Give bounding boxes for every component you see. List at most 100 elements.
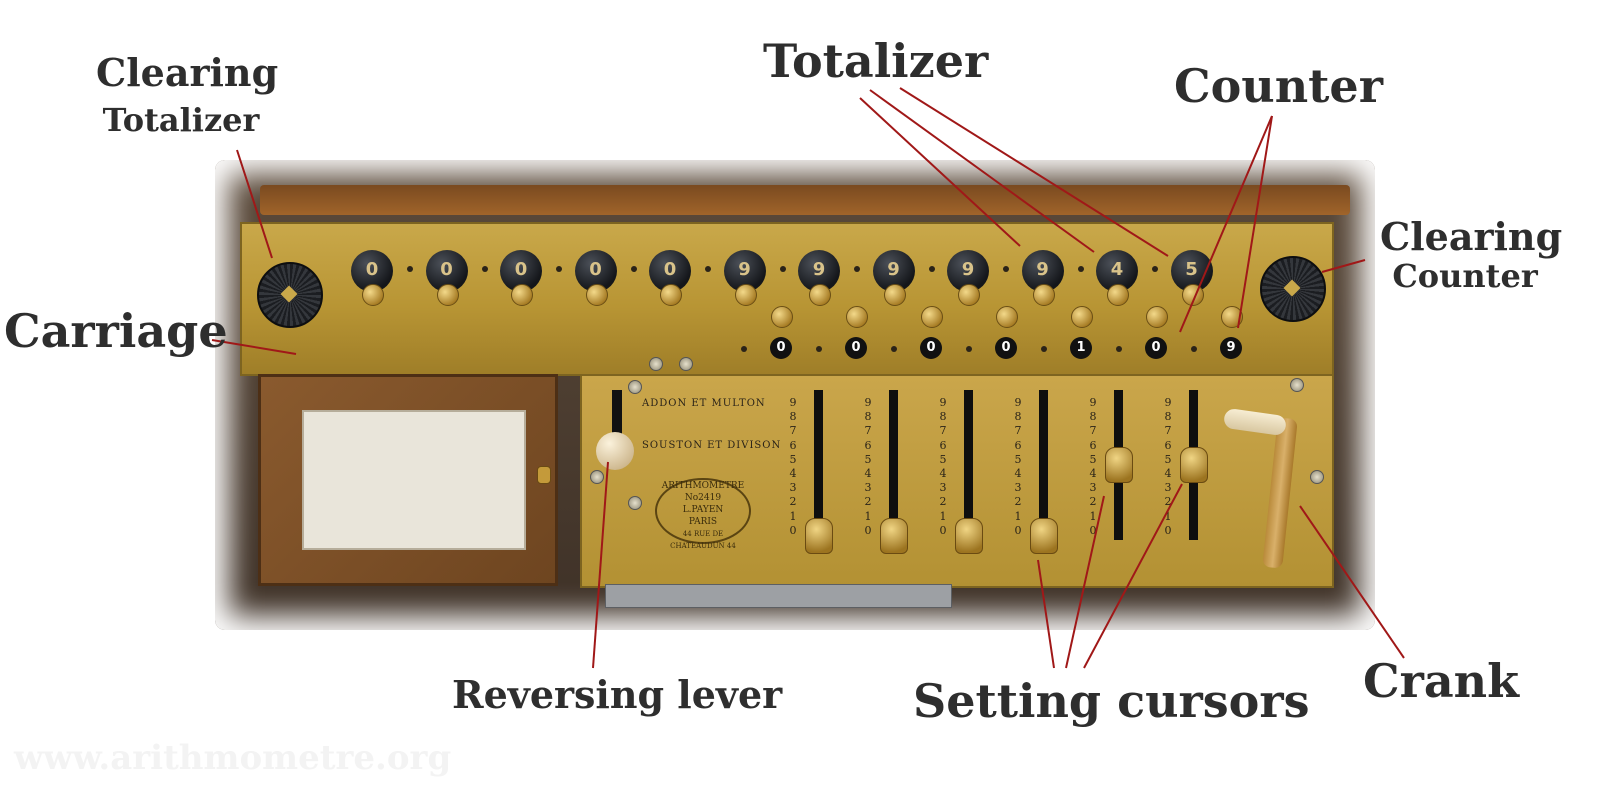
cursor-slot (964, 390, 973, 540)
screw (1310, 470, 1324, 484)
totalizer-digit: 0 (589, 259, 602, 280)
bottom-rail (605, 584, 952, 608)
totalizer-knob[interactable]: 9 (872, 250, 915, 292)
counter-pin[interactable] (846, 306, 868, 328)
scale-digit: 3 (1014, 481, 1022, 495)
box-lid-edge (260, 185, 1350, 215)
scale-digit: 9 (939, 396, 947, 409)
reversing-lever-slot (612, 390, 622, 450)
scale-digit: 5 (1014, 452, 1022, 466)
separator-dot (1116, 346, 1122, 352)
totalizer-digit: 4 (1110, 259, 1124, 280)
separator-dot (1191, 346, 1197, 352)
leader-totalizer-3 (899, 87, 1169, 257)
scale-digit: 1 (1089, 509, 1097, 523)
scale-digit: 4 (1014, 467, 1022, 481)
scale-digit: 4 (1089, 467, 1097, 481)
counter-digit: 0 (770, 337, 792, 359)
scale-digit: 3 (789, 481, 797, 495)
scale-digit: 8 (1164, 410, 1172, 424)
leader-cursor-3 (1083, 483, 1183, 669)
scale-digit: 5 (1089, 452, 1097, 466)
totalizer-digit: 0 (514, 259, 528, 280)
scale-digit: 9 (789, 396, 797, 409)
totalizer-digit: 0 (440, 259, 453, 280)
scale-digit: 0 (864, 523, 872, 537)
separator-dot (1003, 266, 1009, 272)
setting-cursor[interactable] (1105, 447, 1133, 483)
stamp-line: ARITHMOMETRE (661, 481, 745, 491)
cursor-slot (1039, 390, 1048, 540)
separator-dot (741, 346, 747, 352)
scale-digit: 4 (1164, 467, 1172, 481)
totalizer-digit: 9 (887, 259, 900, 280)
setting-cursor[interactable] (1030, 518, 1058, 554)
totalizer-pin (1032, 284, 1055, 306)
scale-digit: 2 (864, 495, 872, 509)
scale-digit: 9 (1089, 396, 1097, 409)
scale-digit: 3 (1164, 481, 1172, 495)
scale-digit: 8 (1014, 410, 1022, 424)
scale-digit: 6 (789, 438, 797, 452)
clearing-counter-knob[interactable] (1260, 256, 1326, 322)
leader-clearing-counter (1321, 259, 1366, 273)
setting-cursor[interactable] (955, 518, 983, 554)
scale-digit: 5 (789, 452, 797, 466)
scale-digit: 6 (1014, 438, 1022, 452)
setting-cursor[interactable] (880, 518, 908, 554)
totalizer-digit: 9 (738, 259, 751, 280)
setting-cursor[interactable] (805, 518, 833, 554)
scale-digit: 0 (1014, 523, 1022, 537)
screw (679, 357, 693, 371)
scale-digit: 7 (1014, 424, 1022, 438)
leader-totalizer-1 (859, 97, 1021, 247)
stamp-line: No2419 (684, 493, 722, 503)
counter-digit: 0 (995, 337, 1017, 359)
reversing-lever-knob[interactable] (596, 432, 634, 470)
counter-digit: 9 (1220, 337, 1242, 359)
scale-digit: 2 (1164, 495, 1172, 509)
totalizer-pin (1107, 284, 1129, 306)
scale-digit: 5 (939, 452, 947, 466)
label-counter: Counter (1174, 59, 1383, 113)
totalizer-digit: 9 (1036, 259, 1049, 280)
counter-pin[interactable] (771, 306, 793, 328)
setting-cursor[interactable] (1180, 447, 1208, 483)
label-clearing-counter-1: Clearing (1380, 214, 1563, 259)
scale-digit: 7 (1089, 424, 1097, 438)
clearing-totalizer-knob[interactable] (257, 262, 323, 328)
label-carriage: Carriage (4, 304, 228, 358)
counter-pin[interactable] (1221, 306, 1243, 328)
frame-knob (537, 466, 551, 484)
scale-digit: 5 (864, 452, 872, 466)
scale-digit: 8 (939, 410, 947, 424)
totalizer-digit: 0 (663, 259, 677, 280)
screw (628, 496, 642, 510)
scale-digit: 0 (1089, 523, 1097, 537)
label-crank: Crank (1363, 654, 1519, 708)
counter-digit: 0 (845, 337, 867, 359)
scale-digit: 8 (789, 410, 797, 424)
leader-totalizer-2 (869, 89, 1095, 253)
totalizer-pin (436, 284, 459, 306)
counter-pin[interactable] (1071, 306, 1093, 328)
screw (649, 357, 663, 371)
totalizer-digit: 9 (812, 259, 826, 280)
scale-digit: 7 (1164, 424, 1172, 438)
leader-reversing-lever (592, 461, 609, 669)
counter-pin[interactable] (996, 306, 1018, 328)
scale-digit: 3 (939, 481, 947, 495)
totalizer-pin (958, 284, 980, 306)
label-setting-cursors: Setting cursors (913, 674, 1310, 728)
scale-digit: 0 (1164, 523, 1172, 537)
leader-crank (1299, 505, 1405, 659)
counter-digit: 1 (1070, 337, 1092, 359)
scale-digit: 6 (864, 438, 872, 452)
counter-pin[interactable] (1146, 306, 1168, 328)
counter-pin[interactable] (921, 306, 943, 328)
stamp-line: 44 RUE DE CHATEAUDUN 44 (670, 530, 736, 550)
scale-digit: 0 (939, 523, 947, 537)
scale-digit: 2 (789, 495, 797, 509)
